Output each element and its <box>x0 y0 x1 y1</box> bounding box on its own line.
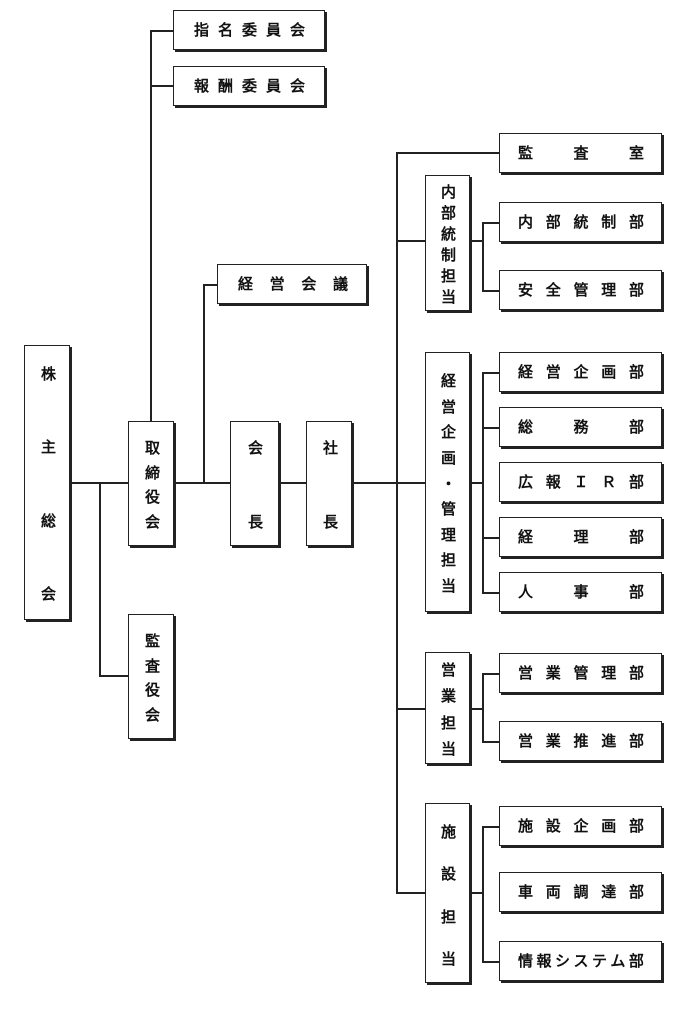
connector <box>99 675 129 677</box>
connector <box>351 482 398 484</box>
connector <box>469 482 484 484</box>
connector <box>469 708 484 710</box>
board-of-directors-label: 取締役会 <box>143 440 161 529</box>
group-label: 経営企画・管理担当 <box>439 373 457 593</box>
dept-label: 経営企画部 <box>518 363 644 381</box>
dept-label: 安全管理部 <box>518 281 644 299</box>
audit-office-box: 監査室 <box>499 133 662 173</box>
connector <box>396 240 426 242</box>
connector <box>469 892 484 894</box>
connector <box>482 592 500 594</box>
chairman-label: 会長 <box>246 440 264 529</box>
dept-label: 人事部 <box>518 583 644 601</box>
connector <box>482 673 500 675</box>
planning-admin-group-box: 経営企画・管理担当 <box>425 352 470 612</box>
board-of-directors-box: 取締役会 <box>128 421 174 546</box>
connector <box>278 482 307 484</box>
nomination-committee-label: 指名委員会 <box>194 21 305 39</box>
connector <box>482 372 500 374</box>
sales-group-box: 営業担当 <box>425 652 470 764</box>
chairman-box: 会長 <box>230 421 279 546</box>
dept-box: 安全管理部 <box>499 270 662 310</box>
dept-label: 経理部 <box>518 528 644 546</box>
dept-box: 人事部 <box>499 572 662 612</box>
connector <box>396 708 426 710</box>
connector <box>396 152 398 894</box>
dept-label: 施設企画部 <box>518 817 644 835</box>
connector <box>469 240 484 242</box>
connector <box>396 892 426 894</box>
management-meeting-label: 経営会議 <box>238 275 348 293</box>
dept-box: 経営企画部 <box>499 352 662 392</box>
connector <box>150 30 174 32</box>
dept-box: 総務部 <box>499 407 662 447</box>
connector <box>482 537 500 539</box>
audit-office-label: 監査室 <box>518 144 644 162</box>
dept-label: 内部統制部 <box>518 213 644 231</box>
connector <box>482 222 500 224</box>
group-label: 内部統制担当 <box>439 184 457 304</box>
connector <box>396 152 500 154</box>
audit-board-label: 監査役会 <box>143 633 161 722</box>
dept-label: 車両調達部 <box>518 883 644 901</box>
group-label: 営業担当 <box>439 662 457 756</box>
management-meeting-box: 経営会議 <box>217 264 367 304</box>
connector <box>482 372 484 594</box>
dept-label: 情報システム部 <box>518 952 644 970</box>
compensation-committee-label: 報酬委員会 <box>194 77 305 95</box>
connector <box>482 741 500 743</box>
shareholders-meeting-box: 株主総会 <box>24 345 70 620</box>
connector <box>203 284 205 484</box>
dept-box: 施設企画部 <box>499 806 662 846</box>
connector <box>482 961 500 963</box>
connector <box>482 427 500 429</box>
connector <box>396 482 426 484</box>
shareholders-meeting-label: 株主総会 <box>39 366 57 601</box>
dept-box: 経理部 <box>499 517 662 557</box>
connector <box>482 673 484 743</box>
audit-board-box: 監査役会 <box>128 614 174 739</box>
connector <box>150 85 174 87</box>
connector <box>482 222 484 292</box>
dept-box: 車両調達部 <box>499 872 662 912</box>
dept-box: 情報システム部 <box>499 941 662 981</box>
connector <box>99 482 101 676</box>
connector <box>482 826 500 828</box>
connector <box>482 826 484 963</box>
connector <box>150 30 152 421</box>
dept-box: 内部統制部 <box>499 202 662 242</box>
dept-box: 営業管理部 <box>499 653 662 693</box>
facilities-group-box: 施設担当 <box>425 803 470 983</box>
connector <box>203 284 218 286</box>
dept-label: 営業管理部 <box>518 664 644 682</box>
nomination-committee-box: 指名委員会 <box>173 10 325 50</box>
connector <box>482 290 500 292</box>
dept-label: 総務部 <box>518 418 644 436</box>
internal-control-group-box: 内部統制担当 <box>425 175 470 311</box>
group-label: 施設担当 <box>439 824 457 966</box>
dept-box: 営業推進部 <box>499 721 662 761</box>
dept-label: 営業推進部 <box>518 732 644 750</box>
compensation-committee-box: 報酬委員会 <box>173 66 325 106</box>
president-label: 社長 <box>321 440 339 529</box>
president-box: 社長 <box>306 421 352 546</box>
connector <box>173 482 231 484</box>
